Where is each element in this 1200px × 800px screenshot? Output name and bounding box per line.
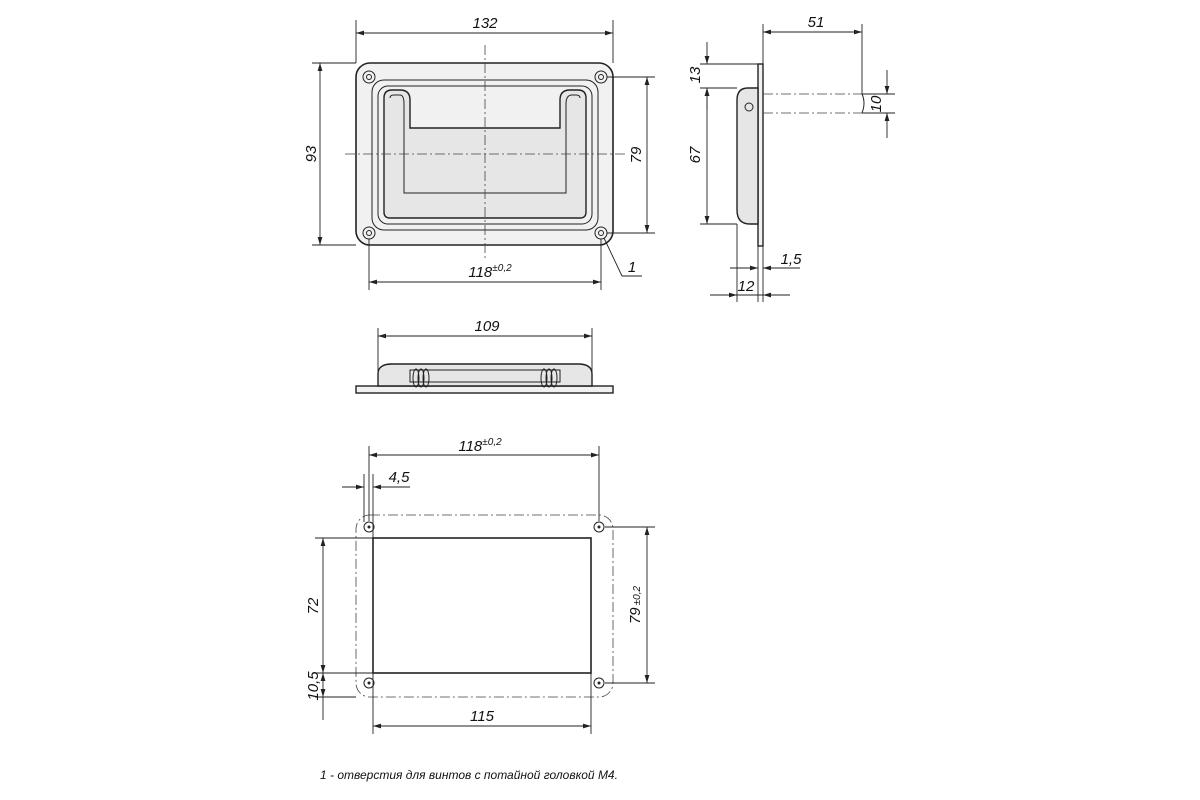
dim-93: 93 bbox=[303, 145, 320, 162]
top-spring-right bbox=[540, 368, 558, 388]
dim-109: 109 bbox=[474, 318, 500, 335]
cutout-hole-top-left bbox=[363, 521, 375, 533]
cutout-outline bbox=[355, 514, 614, 698]
cutout-hole-bottom-left bbox=[363, 677, 375, 689]
leader-label-1: 1 bbox=[628, 259, 636, 276]
dim-118-cutout: 118±0,2 bbox=[458, 437, 502, 455]
front-view: 132 93 79 118±0,2 1 bbox=[303, 15, 655, 290]
side-plate bbox=[757, 63, 764, 247]
dim-10-5: 10,5 bbox=[305, 671, 322, 701]
dim-12: 12 bbox=[738, 278, 755, 295]
dim-115: 115 bbox=[470, 708, 495, 725]
front-hole-top-left bbox=[362, 70, 376, 84]
dim-1-5: 1,5 bbox=[781, 251, 803, 268]
dim-132: 132 bbox=[472, 15, 498, 32]
dim-79: 79 bbox=[628, 146, 645, 163]
top-view: 109 bbox=[355, 318, 614, 394]
cutout-hole-bottom-right bbox=[593, 677, 605, 689]
dim-51: 51 bbox=[808, 14, 825, 31]
footnote: 1 - отверстия для винтов с потайной голо… bbox=[320, 768, 618, 782]
side-body bbox=[736, 87, 759, 225]
cutout-hole-top-right bbox=[593, 521, 605, 533]
dim-67: 67 bbox=[687, 146, 704, 163]
dim-72: 72 bbox=[305, 597, 322, 614]
side-view: 51 13 67 10 1,5 12 bbox=[687, 14, 895, 302]
dim-4-5: 4,5 bbox=[389, 469, 411, 486]
cutout-view: 118±0,2 4,5 72 10,5 79±0,2 115 bbox=[305, 437, 655, 734]
top-plate bbox=[355, 385, 614, 394]
dim-13: 13 bbox=[687, 66, 704, 83]
dim-118-front: 118±0,2 bbox=[468, 263, 512, 281]
dim-10: 10 bbox=[868, 95, 885, 112]
top-spring-left bbox=[412, 368, 430, 388]
dim-79-cutout: 79±0,2 bbox=[627, 586, 644, 625]
cutout-rectangle bbox=[372, 537, 592, 674]
